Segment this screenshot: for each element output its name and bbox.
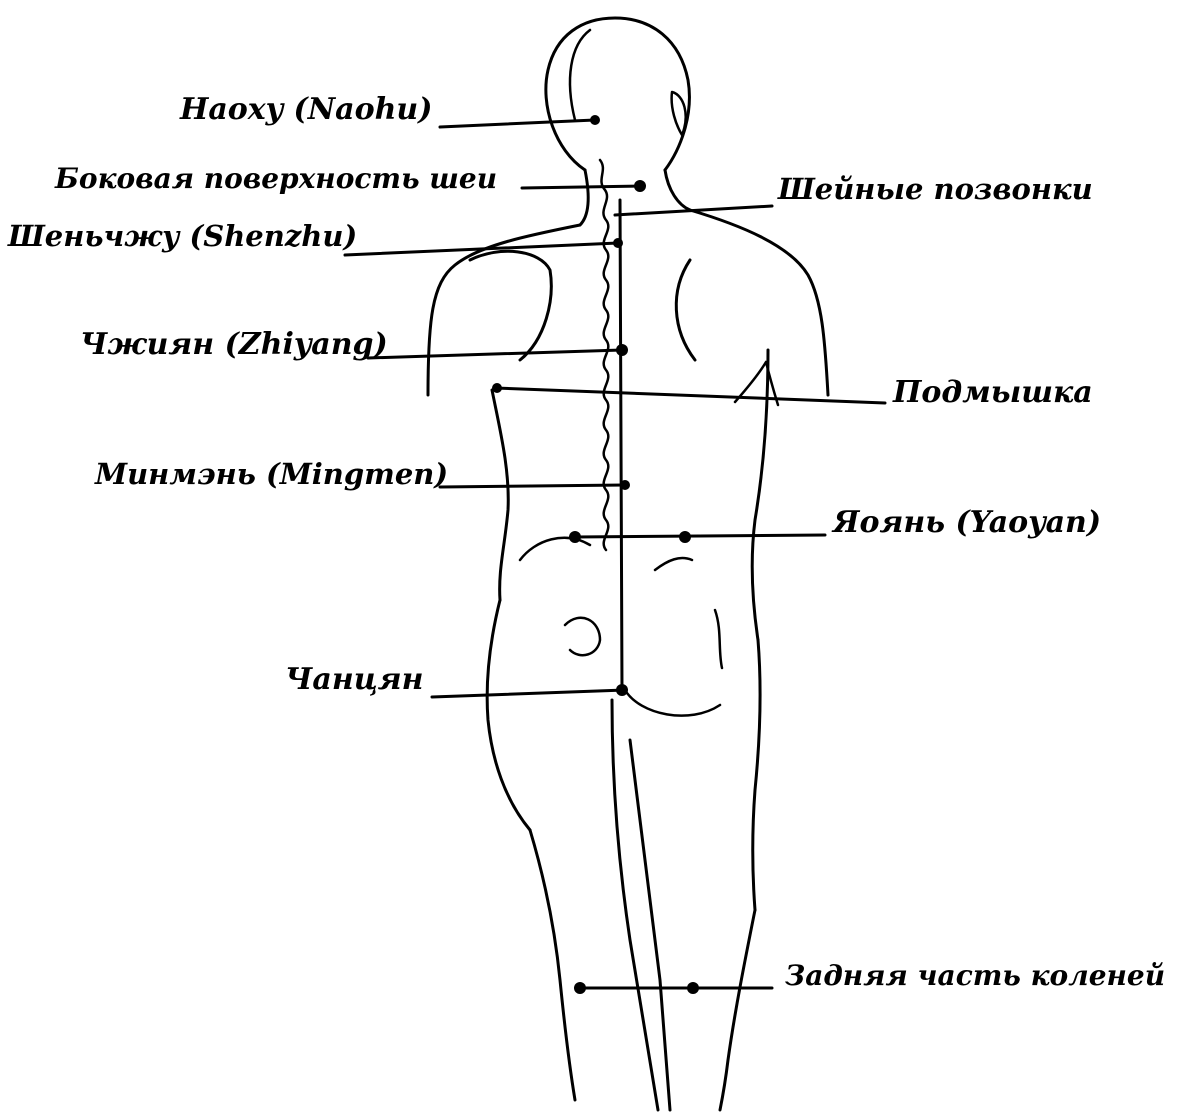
head-outline [546,18,690,170]
neck-right [665,170,690,210]
label-knees: Задняя часть коленей [785,962,1165,990]
label-naohu: Haoxy (Naohu) [180,95,432,125]
point-shenzhu [613,238,623,248]
point-changqiang [616,684,628,696]
neck-left [580,170,588,225]
label-cervical: Шейные позвонки [778,175,1093,204]
leader-shenzhu [345,243,618,255]
head-inner [570,30,590,120]
right-shoulder-blade [676,260,695,360]
point-yaoyan-left [569,531,581,543]
point-knee-left [574,982,586,994]
label-changqiang: Чанцян [285,665,424,695]
leader-yaoyan [575,535,825,537]
leader-lines [345,120,885,988]
pelvis-left [520,538,590,560]
leader-zhiyang [368,350,622,358]
point-yaoyan-right [679,531,691,543]
right-shoulder [690,210,828,395]
leader-changqiang [432,690,625,697]
point-neck-side [634,180,646,192]
torso-left [492,390,508,600]
point-armpit-left [492,383,502,393]
ear [672,92,686,135]
leader-neck-side [522,186,640,188]
hip-mark [715,610,722,668]
left-arm-inner [470,251,551,360]
pelvis-inner [565,618,600,655]
label-yaoyan: Яоянь (Yaoyan) [833,508,1101,538]
label-neck-side: Боковая поверхность шеи [55,165,497,193]
left-hip [487,600,530,830]
lumbar-mark [655,558,692,570]
right-leg-outer [720,910,755,1110]
left-leg-outer [530,830,575,1100]
buttock-curve [625,690,720,716]
label-armpit: Подмышка [893,378,1093,408]
vertebrae [600,160,608,550]
point-naohu [590,115,600,125]
label-shenzhu: Шеньчжу (Shenzhu) [8,222,357,251]
label-zhiyang: Чжиян (Zhiyang) [80,330,388,360]
spine-midline [620,200,622,690]
point-mingmen [620,480,630,490]
point-zhiyang [616,344,628,356]
right-hip [753,640,760,910]
label-mingmen: Минмэнь (Mingmen) [95,460,448,489]
leader-mingmen [440,485,625,487]
leader-naohu [440,120,595,127]
leader-cervical [615,206,772,215]
point-knee-right [687,982,699,994]
torso-right [752,350,768,640]
